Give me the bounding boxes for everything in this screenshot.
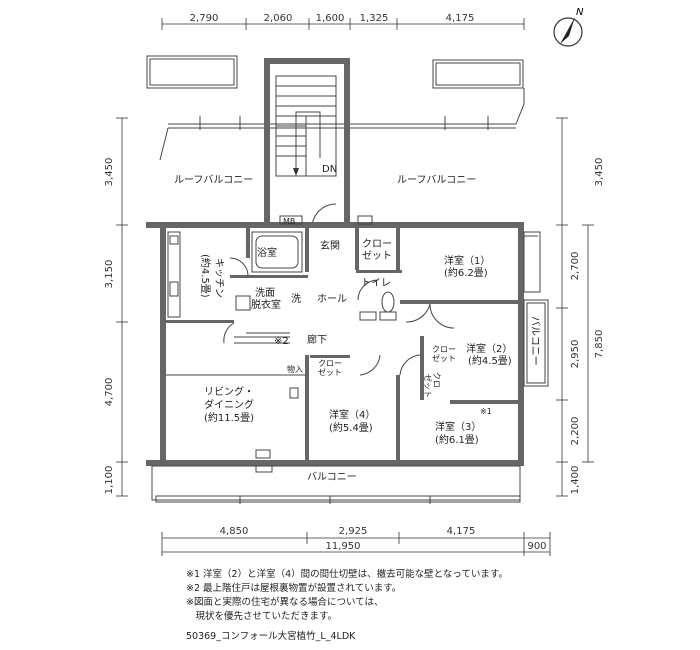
right-dim-1: 3,450 [594,158,605,187]
note-3: ※図面と実際の住宅が異なる場合については、 [186,597,384,608]
top-dim-1: 2,790 [190,13,219,24]
wash-label: 洗 [291,293,301,305]
right-dim-inner: 7,850 [594,330,605,359]
mb-label: MB [283,217,295,226]
living-label-b: ダイニング [204,398,254,411]
right-dim-2: 2,700 [570,252,581,281]
bottom-dim-extra: 900 [527,541,546,552]
bottom-dim-3: 4,175 [447,526,476,537]
roof-balcony-left-label: ルーフバルコニー [174,174,253,186]
closet2-label-b: ゼット [318,367,342,377]
room-labels: ルーフバルコニー ルーフバルコニー 浴室 玄関 クロー ゼット 洋室（1） (約… [174,174,541,483]
top-dim-3: 1,600 [316,13,345,24]
compass-north-label: N [576,7,584,18]
living-label-a: リビング・ [204,385,254,398]
exterior-walls [146,222,524,466]
left-dim-1: 3,450 [104,158,115,187]
side-balcony-label: バルコニー [529,316,541,366]
laundry-label-a: 洗面 [255,287,275,299]
western4-size: (約5.4畳) [329,421,373,434]
left-dim-4: 1,100 [104,466,115,495]
kitchen-label-a: キッチン [213,258,225,298]
closet4-label-a: クロ [432,372,441,388]
balcony-label: バルコニー [307,471,357,483]
western2-size: (約4.5畳) [468,354,512,367]
kitchen-label-b: (約4.5畳) [199,254,212,298]
top-dimensions: 2,790 2,060 1,600 1,325 4,175 [161,13,525,30]
left-dim-2: 3,150 [104,260,115,289]
door-swings [223,257,455,376]
western1-label: 洋室（1） [444,254,490,267]
side-balcony [523,231,549,387]
plan-notes: ※1 洋室（2）と洋室（4）間の間仕切壁は、撤去可能な壁となっています。 ※2 … [186,568,508,624]
stairwell: DN [264,58,350,229]
compass-icon: N [553,7,584,47]
note-1: ※1 洋室（2）と洋室（4）間の間仕切壁は、撤去可能な壁となっています。 [186,569,508,580]
western4-label: 洋室（4） [329,408,375,421]
bath-label: 浴室 [257,246,277,259]
note-4: 現状を優先させていただきます。 [186,611,338,622]
roof-balcony-railing [146,55,525,161]
interior-walls [166,228,520,462]
mark2-label: ※2 [274,336,289,347]
right-dim-5: 1,400 [570,466,581,495]
closet1-label-b: ゼット [362,250,392,262]
left-dimensions: 3,450 3,150 4,700 1,100 [104,117,128,497]
left-dim-3: 4,700 [104,378,115,407]
top-dim-2: 2,060 [264,13,293,24]
living-label-c: (約11.5畳) [204,411,254,424]
closet1-label-a: クロー [362,238,392,250]
note-2: ※2 最上階住戸は屋根裏物置が設置されています。 [186,583,402,594]
mark1-label: ※1 [480,407,492,416]
closet3-label-a: クロー [432,345,456,354]
top-dim-4: 1,325 [360,13,389,24]
roof-balcony-right-label: ルーフバルコニー [397,174,476,186]
laundry-label-b: 脱衣室 [251,298,281,311]
western3-label: 洋室（3） [435,420,481,433]
corridor-label: 廊下 [307,333,327,346]
right-dim-4: 2,200 [570,417,581,446]
western3-size: (約6.1畳) [435,433,479,446]
fixtures: MB [167,215,397,473]
top-dim-5: 4,175 [446,13,475,24]
closet2-label-a: クロー [318,359,342,368]
bottom-balcony [151,465,521,504]
hall-label: ホール [317,293,347,305]
closet3-label-b: ゼット [432,353,456,363]
western1-size: (約6.2畳) [444,266,488,279]
right-dim-3: 2,950 [570,340,581,369]
right-dimensions: 3,450 2,700 2,950 2,200 1,400 7,850 [556,117,605,497]
western2-label: 洋室（2） [466,342,512,355]
closet4-label-b: ゼット [423,374,433,398]
bottom-dim-2: 2,925 [339,526,368,537]
plan-code: 50369_コンフォール大宮植竹_L_4LDK [186,631,356,642]
bottom-dimensions: 4,850 2,925 4,175 11,950 900 [161,526,551,556]
entrance-label: 玄関 [320,239,340,252]
stair-dn-label: DN [322,164,337,175]
storage-label: 物入 [287,364,303,374]
bottom-dim-1: 4,850 [220,526,249,537]
bottom-dim-total: 11,950 [326,541,361,552]
toilet-label: トイレ [361,278,391,289]
